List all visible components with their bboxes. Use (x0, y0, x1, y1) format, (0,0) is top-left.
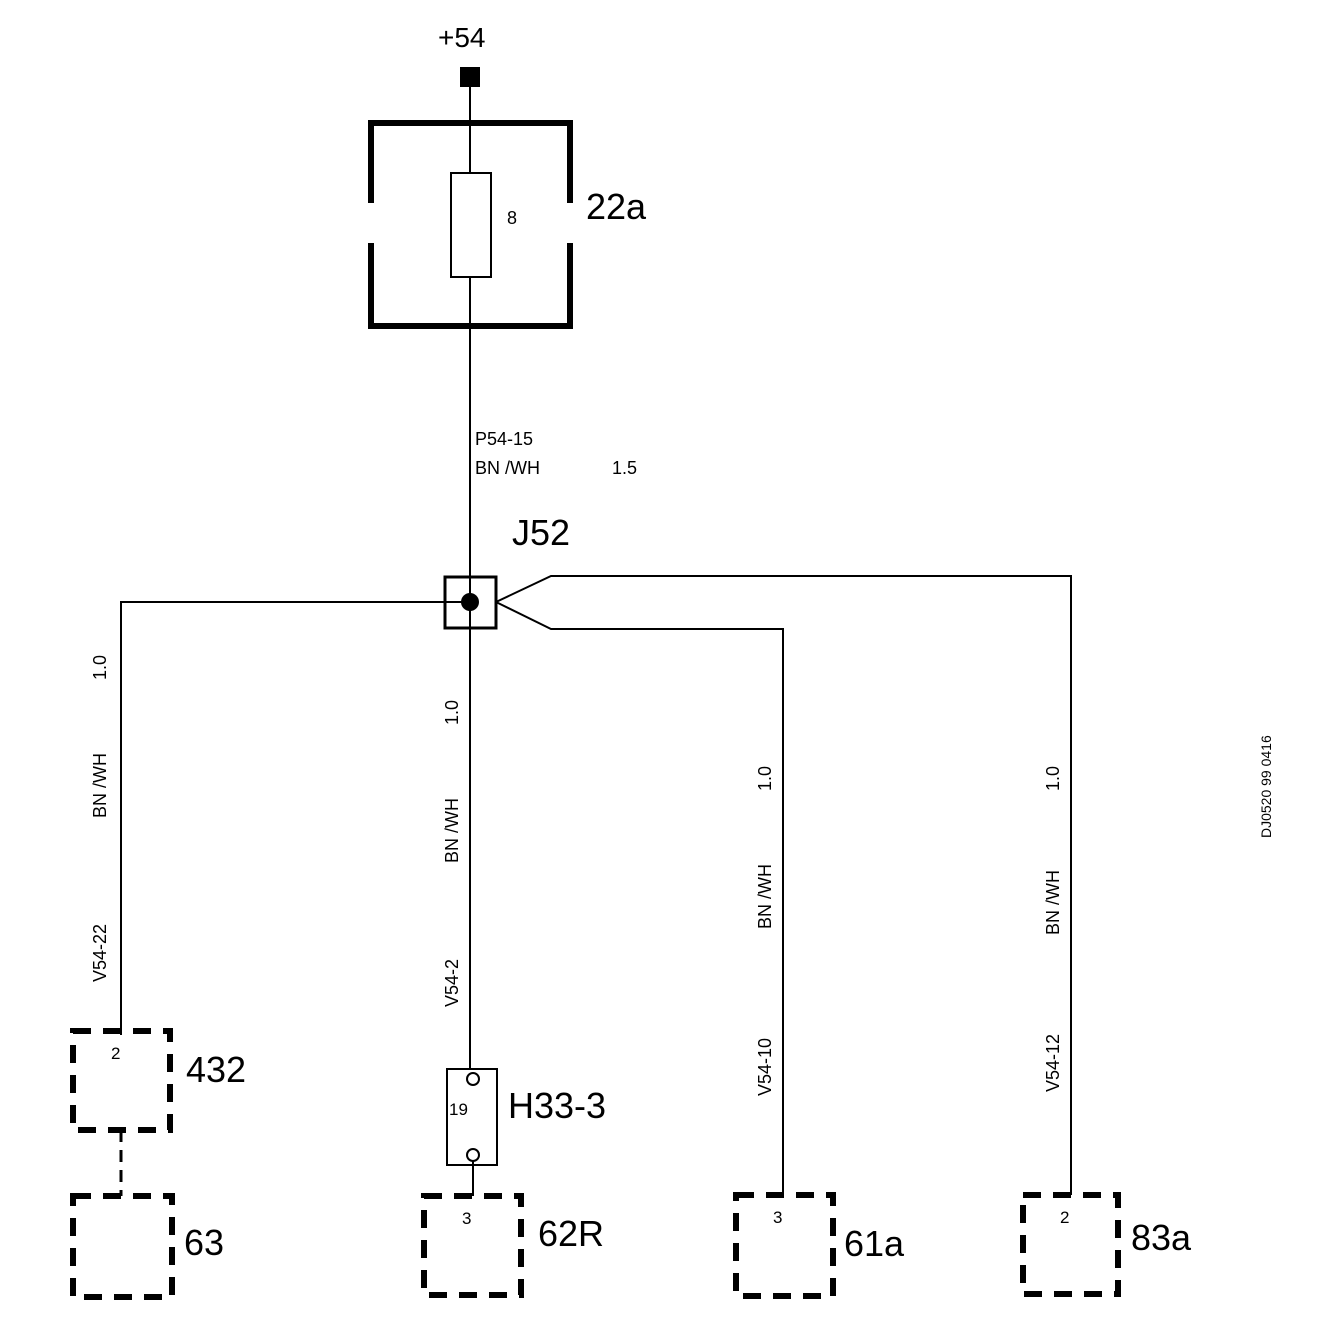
h33-3-label: H33-3 (508, 1085, 606, 1126)
branch4-color: BN /WH (1043, 870, 1063, 935)
feed-wire-size: 1.5 (612, 458, 637, 478)
fuse-number: 8 (507, 208, 517, 228)
supply-terminal (460, 67, 480, 87)
supply-label: +54 (438, 22, 486, 53)
branch3-color: BN /WH (755, 864, 775, 929)
connector-432 (70, 1028, 173, 1133)
branch1-circuit: V54-22 (90, 924, 110, 982)
connector-83a (1020, 1192, 1121, 1297)
connector-61a-label: 61a (844, 1223, 905, 1264)
h33-3-pin: 19 (449, 1100, 468, 1119)
connector-61a-pin: 3 (773, 1208, 782, 1227)
branch3-circuit: V54-10 (755, 1038, 775, 1096)
branch4-circuit: V54-12 (1043, 1034, 1063, 1092)
h33-3-terminal-bottom (466, 1148, 480, 1162)
fuse-box-22a (368, 120, 573, 329)
connector-63 (70, 1193, 175, 1300)
branch-wire-right-1 (495, 601, 784, 1195)
feed-wire-color: BN /WH (475, 458, 540, 478)
connector-61a (733, 1192, 836, 1299)
branch4-size: 1.0 (1043, 766, 1063, 791)
branch1-color: BN /WH (90, 753, 110, 818)
branch3-size: 1.0 (755, 766, 775, 791)
branch1-size: 1.0 (90, 655, 110, 680)
branch-wire-right-2 (495, 575, 1072, 1195)
connector-62r (421, 1193, 524, 1298)
branch2-circuit: V54-2 (442, 959, 462, 1007)
branch2-color: BN /WH (442, 798, 462, 863)
fuse-box-label: 22a (586, 186, 647, 227)
connector-62r-label: 62R (538, 1213, 604, 1254)
splice-label: J52 (512, 512, 570, 553)
connector-432-label: 432 (186, 1049, 246, 1090)
reference-code: DJ0520 99 0416 (1258, 735, 1274, 838)
branch-wire-left (120, 601, 470, 1035)
feed-wire-circuit: P54-15 (475, 429, 533, 449)
branch2-size: 1.0 (442, 700, 462, 725)
connector-432-pin: 2 (111, 1044, 120, 1063)
connector-83a-pin: 2 (1060, 1208, 1069, 1227)
connector-63-label: 63 (184, 1222, 224, 1263)
connector-62r-pin: 3 (462, 1209, 471, 1228)
connector-83a-label: 83a (1131, 1217, 1192, 1258)
h33-3-terminal-top (466, 1072, 480, 1086)
fuse-element (450, 172, 492, 278)
